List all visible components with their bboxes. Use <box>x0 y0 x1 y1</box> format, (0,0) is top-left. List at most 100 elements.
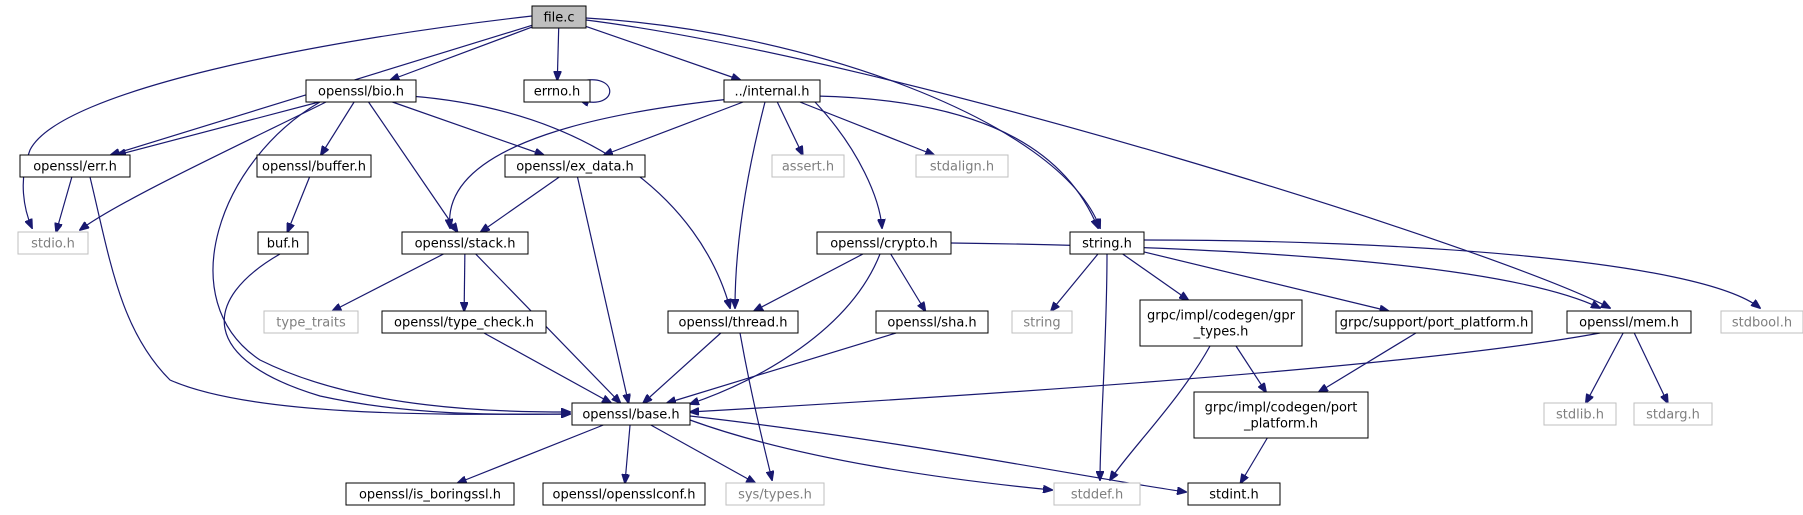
dependency-edge-internal-to-ex_data <box>604 101 744 155</box>
dependency-edge-crypto-to-base <box>690 253 881 404</box>
node-label: stdlib.h <box>1556 408 1604 423</box>
node-thread[interactable]: openssl/thread.h <box>667 310 799 334</box>
node-stack[interactable]: openssl/stack.h <box>401 231 529 255</box>
node-crypto[interactable]: openssl/crypto.h <box>816 231 952 255</box>
dependency-edge-file_c-to-stdio <box>22 15 533 228</box>
dependency-edge-bio-to-buffer <box>321 101 355 155</box>
node-label: stdalign.h <box>930 160 994 175</box>
node-opensslconf[interactable]: openssl/opensslconf.h <box>542 482 706 506</box>
node-buf[interactable]: buf.h <box>257 231 309 255</box>
node-box <box>263 310 359 334</box>
dependency-edge-string_h-to-stddef <box>1100 253 1108 480</box>
node-label: openssl/buffer.h <box>262 160 366 175</box>
node-stdbool: stdbool.h <box>1720 310 1803 334</box>
node-box <box>1193 391 1369 439</box>
node-label: _types.h <box>1193 325 1249 340</box>
node-box <box>345 482 515 506</box>
node-internal[interactable]: ../internal.h <box>723 79 821 103</box>
node-label: openssl/is_boringssl.h <box>359 488 501 503</box>
dependency-edge-base-to-stddef <box>689 419 1052 490</box>
node-box <box>523 79 591 103</box>
node-type-check[interactable]: openssl/type_check.h <box>381 310 547 334</box>
node-label: file.c <box>543 11 574 26</box>
dependency-edge-internal-to-thread <box>735 101 766 308</box>
node-box <box>1335 310 1533 334</box>
node-box <box>381 310 547 334</box>
node-box <box>1566 310 1692 334</box>
node-stdalign: stdalign.h <box>915 154 1009 178</box>
dependency-edge-internal-to-assert <box>776 101 802 155</box>
dependency-edge-buf-to-base <box>223 253 570 414</box>
dependency-edge-base-to-stdint <box>689 415 1186 492</box>
dependency-edge-bio-to-base <box>212 101 570 412</box>
dependency-edge-bio-to-err <box>117 101 320 155</box>
node-box <box>1187 482 1281 506</box>
node-box <box>305 79 417 103</box>
node-box <box>1053 482 1141 506</box>
node-label: openssl/ex_data.h <box>516 160 634 175</box>
node-box <box>531 5 587 29</box>
dependency-edge-internal-to-stack <box>450 97 741 228</box>
node-errno[interactable]: errno.h <box>523 79 591 103</box>
node-err[interactable]: openssl/err.h <box>19 154 131 178</box>
dependency-edge-err-to-base <box>89 176 570 414</box>
node-sys-types: sys/types.h <box>725 482 825 506</box>
node-box <box>667 310 799 334</box>
dependency-edge-file_c-to-mem <box>585 19 1610 308</box>
node-file-c[interactable]: file.c <box>531 5 587 29</box>
dependency-edge-internal-to-crypto <box>814 101 882 228</box>
dependency-edge-bio-to-stack <box>368 101 458 232</box>
node-label: errno.h <box>534 85 581 100</box>
dependency-edge-err-to-stdio <box>56 176 73 232</box>
node-stdint[interactable]: stdint.h <box>1187 482 1281 506</box>
node-stdarg: stdarg.h <box>1633 402 1713 426</box>
node-label: openssl/bio.h <box>318 85 404 100</box>
node-box <box>17 231 89 255</box>
node-string: string <box>1011 310 1073 334</box>
node-box <box>725 482 825 506</box>
node-port-platform-support[interactable]: grpc/support/port_platform.h <box>1335 310 1533 334</box>
node-box <box>915 154 1009 178</box>
node-string-h[interactable]: string.h <box>1069 231 1145 255</box>
node-is-boringssl[interactable]: openssl/is_boringssl.h <box>345 482 515 506</box>
dependency-edge-bio-to-thread <box>409 95 730 308</box>
dependency-edge-stack-to-base <box>475 253 621 403</box>
node-label: stddef.h <box>1071 488 1123 503</box>
dependency-edge-string_h-to-string <box>1051 253 1099 311</box>
dependency-edge-buffer-to-buf <box>287 176 311 232</box>
node-bio[interactable]: openssl/bio.h <box>305 79 417 103</box>
node-base[interactable]: openssl/base.h <box>571 402 691 426</box>
node-label: openssl/crypto.h <box>830 237 938 252</box>
node-box <box>1633 402 1713 426</box>
node-box <box>504 154 646 178</box>
node-box <box>1543 402 1617 426</box>
node-label: ../internal.h <box>735 85 810 100</box>
dependency-edge-stack-to-type_traits <box>332 253 444 311</box>
node-stdio: stdio.h <box>17 231 89 255</box>
node-label: openssl/err.h <box>33 160 117 175</box>
dependency-edge-bio-to-ex_data <box>392 101 543 155</box>
node-box <box>571 402 691 426</box>
node-assert: assert.h <box>771 154 845 178</box>
dependency-edge-gpr_types-to-stddef <box>1110 345 1211 480</box>
dependency-edge-mem-to-stdarg <box>1633 332 1667 403</box>
node-mem[interactable]: openssl/mem.h <box>1566 310 1692 334</box>
node-box <box>771 154 845 178</box>
node-ex-data[interactable]: openssl/ex_data.h <box>504 154 646 178</box>
dependency-edge-file_c-to-string_h <box>585 17 1100 228</box>
node-label: stdio.h <box>31 237 75 252</box>
dependency-edge-crypto-to-mem <box>950 242 1600 308</box>
node-box <box>875 310 989 334</box>
node-gpr-types[interactable]: grpc/impl/codegen/gpr_types.h <box>1139 299 1303 347</box>
node-label: stdbool.h <box>1732 316 1792 331</box>
node-port-platform-codegen[interactable]: grpc/impl/codegen/port_platform.h <box>1193 391 1369 439</box>
node-label: openssl/base.h <box>582 408 679 423</box>
node-sha[interactable]: openssl/sha.h <box>875 310 989 334</box>
node-label: buf.h <box>267 237 300 252</box>
node-label: _platform.h <box>1243 417 1318 432</box>
node-label: openssl/stack.h <box>415 237 516 252</box>
node-label: sys/types.h <box>738 488 812 503</box>
node-buffer[interactable]: openssl/buffer.h <box>256 154 372 178</box>
dependency-edge-crypto-to-sha <box>890 253 926 311</box>
